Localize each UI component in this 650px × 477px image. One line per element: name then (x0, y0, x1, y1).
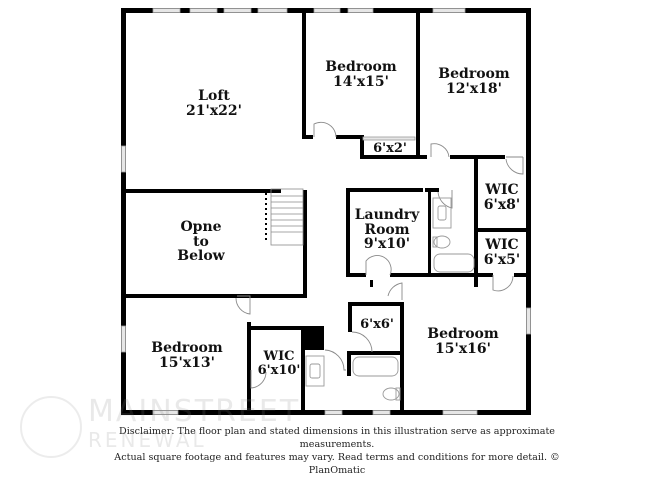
room-bedroom-top-right: Bedroom 12'x18' (438, 67, 509, 96)
room-name: WIC (485, 182, 519, 198)
room-name: to (193, 233, 209, 250)
room-wic-6x10: WIC 6'x10' (258, 350, 301, 377)
room-bedroom-bottom-right: Bedroom 15'x16' (427, 327, 498, 356)
room-dimensions: 14'x15' (333, 73, 389, 90)
room-wic-6x8: WIC 6'x8' (484, 183, 520, 212)
room-dimensions: 6'x5' (483, 251, 521, 268)
room-dimensions: 6'x10' (257, 362, 301, 378)
disclaimer: Disclaimer: The floor plan and stated di… (107, 425, 567, 477)
room-name: WIC (263, 349, 295, 364)
watermark: MAINSTREET RENEWAL (20, 392, 298, 462)
disclaimer-line-1: Disclaimer: The floor plan and stated di… (119, 426, 555, 450)
room-loft: Loft 21'x22' (186, 89, 242, 118)
room-dimensions: 6'x6' (360, 317, 394, 332)
room-name: Loft (198, 88, 230, 104)
room-dimensions: 12'x18' (446, 80, 502, 97)
room-dimensions: 6'x2' (373, 141, 407, 156)
room-bedroom-top-middle: Bedroom 14'x15' (325, 60, 396, 89)
room-laundry: Laundry Room 9'x10' (355, 208, 420, 252)
room-dimensions: 15'x16' (435, 340, 491, 357)
disclaimer-line-2: Actual square footage and features may v… (114, 452, 560, 476)
room-open-to-below: Opne to Below (177, 220, 224, 264)
room-bedroom-bottom-left: Bedroom 15'x13' (151, 341, 222, 370)
room-name: Below (177, 248, 225, 265)
room-name: Bedroom (325, 59, 397, 75)
room-closet-6x2: 6'x2' (373, 142, 407, 156)
room-name: Opne (180, 219, 222, 235)
room-name: WIC (485, 237, 519, 253)
room-name: Laundry (354, 207, 420, 223)
room-closet-6x6: 6'x6' (360, 318, 394, 332)
watermark-brand: MAINSTREET (88, 394, 301, 429)
room-name: Bedroom (151, 340, 223, 356)
room-dimensions: 9'x10' (363, 236, 411, 253)
room-dimensions: 21'x22' (186, 102, 242, 119)
room-wic-6x5: WIC 6'x5' (484, 238, 520, 267)
room-dimensions: 15'x13' (159, 354, 215, 371)
room-name: Bedroom (438, 66, 510, 82)
watermark-sub: RENEWAL (88, 428, 207, 452)
watermark-logo-icon (20, 396, 82, 458)
room-name: Bedroom (427, 326, 499, 342)
room-dimensions: 6'x8' (483, 196, 521, 213)
room-name: Room (364, 221, 410, 238)
